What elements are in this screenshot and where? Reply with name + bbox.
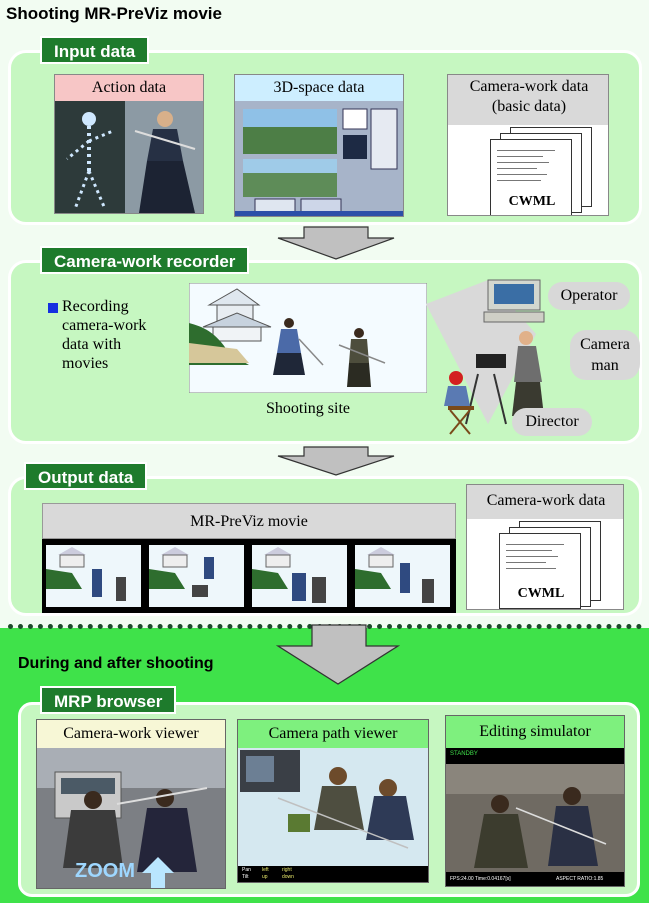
recording-description: Recording camera-work data with movies bbox=[62, 297, 182, 373]
output-tag: Output data bbox=[24, 462, 148, 490]
editing-simulator-label: Editing simulator bbox=[446, 716, 624, 748]
recording-line-2: camera-work bbox=[62, 317, 147, 334]
camera-path-viewer: Camera path viewer Pan Tilt left right u… bbox=[237, 719, 429, 883]
cwml-label: CWML bbox=[508, 194, 556, 209]
simulator-fps: FPS:24.00 Time:0.04167[s] bbox=[450, 876, 511, 882]
down-arrow-1 bbox=[276, 226, 396, 260]
shooting-site-image bbox=[189, 283, 427, 393]
recording-line-4: movies bbox=[62, 355, 109, 372]
camwork-input-label: Camera-work data bbox=[469, 78, 589, 95]
camwork-output-panel: Camera-work data CWML bbox=[466, 484, 624, 610]
recording-line-3: data with bbox=[62, 336, 122, 353]
camwork-input-sublabel: (basic data) bbox=[491, 98, 567, 115]
bullet-square-icon bbox=[48, 303, 58, 313]
camwork-input-panel: Camera-work data (basic data) CWML bbox=[447, 74, 609, 216]
recording-line-1: Recording bbox=[62, 298, 129, 315]
editing-simulator-image bbox=[446, 748, 624, 886]
output-cwml-document: CWML bbox=[499, 533, 581, 609]
movie-frame-3 bbox=[252, 545, 347, 607]
action-data-label: Action data bbox=[55, 75, 203, 101]
operator-label: Operator bbox=[548, 282, 630, 310]
cameraman-label: Camera man bbox=[570, 330, 640, 380]
zoom-arrow-icon bbox=[142, 857, 174, 888]
hud-pan: Pan bbox=[242, 867, 251, 873]
movie-frame-4 bbox=[355, 545, 450, 607]
zoom-label: ZOOM bbox=[75, 860, 135, 882]
action-data-panel: Action data bbox=[54, 74, 204, 214]
camera-work-viewer-image bbox=[37, 748, 225, 888]
camera-path-viewer-label: Camera path viewer bbox=[238, 720, 428, 748]
cwml-document: CWML bbox=[490, 139, 572, 215]
recorder-tag: Camera-work recorder bbox=[40, 246, 250, 274]
camera-path-viewer-image bbox=[238, 748, 428, 882]
hud-left: left bbox=[262, 867, 269, 873]
output-cwml-label: CWML bbox=[517, 586, 565, 601]
director-label: Director bbox=[512, 408, 592, 436]
action-data-image bbox=[55, 101, 203, 213]
movie-frames bbox=[46, 545, 450, 607]
cameraman-line-1: Camera bbox=[580, 336, 630, 353]
down-arrow-2 bbox=[276, 446, 396, 476]
space-data-panel: 3D-space data bbox=[234, 74, 404, 217]
movie-filmstrip bbox=[42, 539, 456, 613]
camera-work-viewer-label: Camera-work viewer bbox=[37, 720, 225, 748]
diagram-title: Shooting MR-PreViz movie bbox=[6, 4, 222, 23]
during-title: During and after shooting bbox=[18, 655, 214, 672]
hud-up: up bbox=[262, 874, 268, 880]
down-arrow-3 bbox=[276, 624, 400, 686]
space-data-label: 3D-space data bbox=[235, 75, 403, 101]
movie-label: MR-PreViz movie bbox=[190, 513, 308, 530]
camera-work-viewer: Camera-work viewer ZOOM bbox=[36, 719, 226, 889]
hud-right: right bbox=[282, 867, 292, 873]
hud-tilt: Tilt bbox=[242, 874, 249, 880]
movie-frame-2 bbox=[149, 545, 244, 607]
movie-label-bar: MR-PreViz movie bbox=[42, 503, 456, 539]
cameraman-line-2: man bbox=[591, 357, 619, 374]
editing-simulator: Editing simulator STANDBY FPS:24.00 Time… bbox=[445, 715, 625, 887]
simulator-status: STANDBY bbox=[450, 751, 478, 757]
crew-illustration bbox=[426, 279, 545, 435]
movie-frame-1 bbox=[46, 545, 141, 607]
hud-down: down bbox=[282, 874, 294, 880]
browser-tag: MRP browser bbox=[40, 686, 177, 714]
input-tag: Input data bbox=[40, 36, 150, 64]
space-data-screenshot bbox=[235, 101, 403, 216]
camwork-output-label: Camera-work data bbox=[486, 492, 606, 509]
shooting-site-caption: Shooting site bbox=[265, 400, 350, 417]
simulator-aspect: ASPECT RATIO:1.85 bbox=[556, 876, 604, 882]
